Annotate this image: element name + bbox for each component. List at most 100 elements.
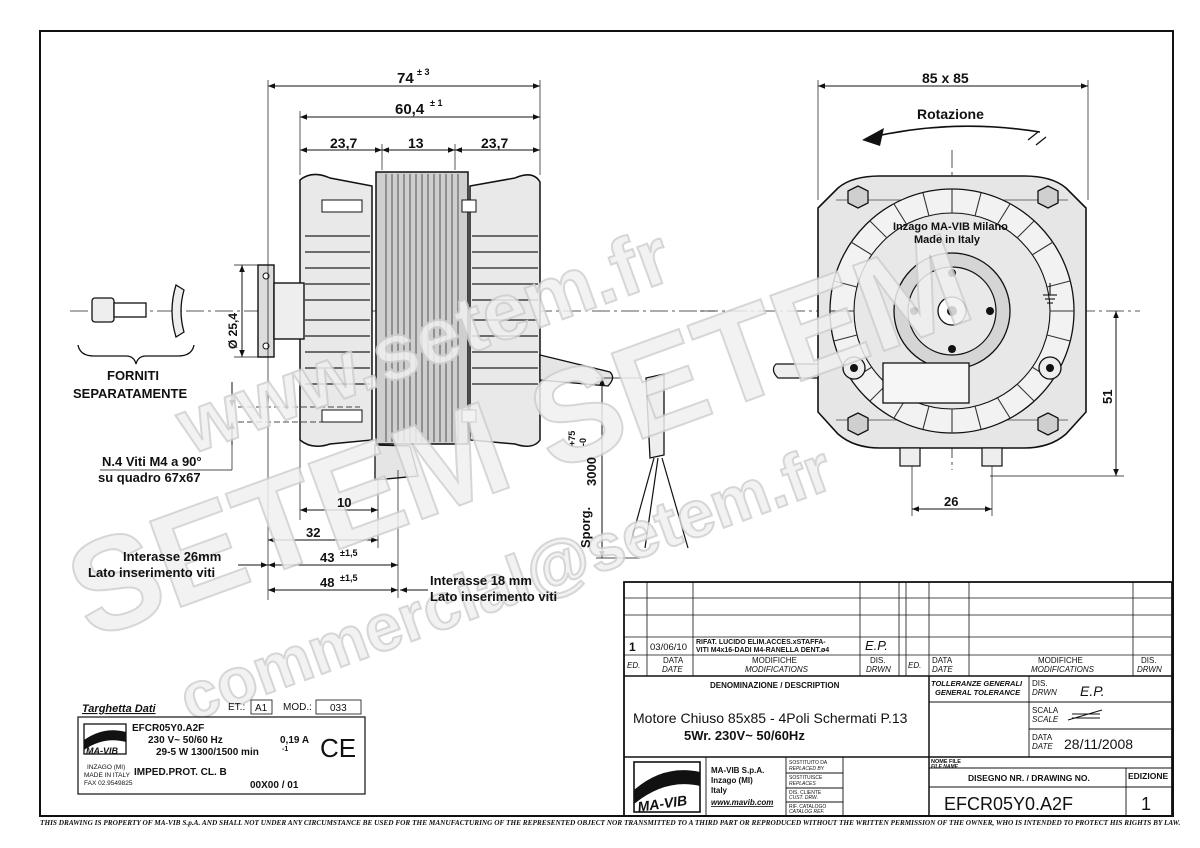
replaces-label: SOSTITUISCE [789,775,823,781]
front-dimension-lines [817,80,1124,516]
nameplate-et-value: A1 [255,703,268,714]
ed-label-1: ED. [627,661,640,670]
rotation-label: Rotazione [917,106,984,122]
dim-seg-left: 23,7 [330,135,357,151]
side-dimension-lines [100,80,541,600]
ce-mark: CE [320,733,356,763]
dim-seg-mid: 13 [408,135,424,151]
interasse-26-side-label: Lato inserimento viti [88,565,215,580]
nameplate-power: 29-5 W 1300/1500 min [156,747,259,758]
modifiche-label-1: MODIFICHE [752,656,797,665]
company-country: Italy [711,786,728,795]
denomination-label: DENOMINAZIONE / DESCRIPTION [710,681,840,690]
cable-detail [596,373,689,559]
nameplate-mod-label: MOD.: [283,702,312,713]
rev-mod-line2: VITI M4x16-DADI M4-RANELLA DENT.ø4 [696,647,829,654]
date-label-3: DATE [1032,742,1053,751]
ed-label-2: ED. [908,661,921,670]
mavib-logo-large: MA-VIB [633,761,701,815]
dim-10: 10 [337,495,351,510]
interasse-26-label: Interasse 26mm [123,549,221,564]
edition-number: 1 [1141,794,1151,814]
dim-48: 48 [320,575,334,590]
screws-label: N.4 Viti M4 a 90° [102,454,202,469]
data-label-1: DATA [663,656,684,665]
nameplate-addr2: MADE IN ITALY [84,772,131,779]
drwn-label-1: DRWN [866,665,891,674]
rev-ed: 1 [629,640,636,654]
scala-label: SCALA [1032,706,1059,715]
nameplate-title: Targhetta Dati [82,703,156,715]
separatamente-label: SEPARATAMENTE [73,386,187,401]
rev-mod-line1: RIFAT. LUCIDO ELIM.ACCES.xSTAFFA- [696,639,826,646]
catalog-ref-label-en: CATALOG REF. [789,809,824,815]
nameplate-addr1: INZAGO (MI) [87,764,125,771]
dim-seg-right: 23,7 [481,135,508,151]
tolerance-label-2: GENERAL TOLERANCE [935,688,1021,697]
date-label-1: DATE [662,665,683,674]
sheet-border [39,30,1174,817]
drawing-number: EFCR05Y0.A2F [944,794,1073,814]
title-block [623,581,1173,817]
screws-square-label: su quadro 67x67 [98,470,201,485]
dim-cable-tol-plus: +75 [567,431,577,446]
modifications-label-1: MODIFICATIONS [745,665,809,674]
annotation-labels: FORNITI SEPARATAMENTE N.4 Viti M4 a 90° … [73,106,1008,604]
logo-text-large: MA-VIB [637,792,689,815]
description-line2: 5Wr. 230V~ 50/60Hz [684,728,805,743]
customer-drawing-label-en: CUST. DRW. [789,795,818,801]
replaced-by-label: SOSTITUITO DA [789,760,828,766]
dis-value: E.P. [1080,683,1105,699]
logo-text-small: MA-VIB [86,746,118,756]
modifications-label-2: MODIFICATIONS [1031,665,1095,674]
nameplate-et-label: ET.: [228,702,245,713]
nameplate-code: 00X00 / 01 [250,780,299,791]
side-view [70,171,715,481]
dis-label-3: DIS. [1032,679,1048,688]
nameplate-current: 0,19 A [280,735,309,746]
rev-date: 03/06/10 [650,642,687,653]
nameplate-voltage: 230 V~ 50/60 Hz [148,735,223,746]
interasse-18-side-label: Lato inserimento viti [430,589,557,604]
nameplate-addr3: FAX 02.9549825 [84,780,133,787]
replaces-label-en: REPLACES [789,781,816,787]
drwn-label-3: DRWN [1032,688,1057,697]
dim-shaft-diameter: Ø 25,4 [226,313,240,349]
dim-26: 26 [944,494,958,509]
nameplate-imped: IMPED.PROT. CL. B [134,767,227,778]
front-view [700,125,1140,470]
catalog-ref-label: RIF. CATALOGO [789,804,826,810]
dim-total-length-tol: ± 3 [417,67,429,77]
dim-total-length: 74 [397,70,414,87]
interasse-18-label: Interasse 18 mm [430,573,532,588]
file-name-label: NOME FILE [931,759,961,765]
brand-plate-line1: Inzago MA-VIB Milano [893,221,1008,233]
dim-body-length: 60,4 [395,101,425,118]
replaced-by-label-en: REPLACED BY [789,766,825,772]
company-web: www.mavib.com [711,798,773,807]
nameplate-model: EFCR05Y0.A2F [132,723,204,734]
dim-43-tol: ±1,5 [340,548,357,558]
mavib-logo-small: MA-VIB [83,723,127,756]
drawing-date: 28/11/2008 [1064,736,1133,752]
dim-51: 51 [1100,390,1115,404]
date-label-2: DATE [932,665,953,674]
file-name-label-en: FILE NAME [931,764,959,770]
title-block-text: 1 03/06/10 RIFAT. LUCIDO ELIM.ACCES.xSTA… [627,638,1168,815]
dim-cable-length: 3000 [584,457,599,486]
dis-label-2: DIS. [1141,656,1157,665]
dim-body-length-tol: ± 1 [430,98,442,108]
scale-label: SCALE [1032,715,1059,724]
nameplate-data: Targhetta Dati ET.: A1 MOD.: 033 MA-VIB … [77,699,366,795]
nameplate-power-exp: -1 [282,746,288,753]
nameplate-mod-value: 033 [330,703,347,714]
drwn-label-2: DRWN [1137,665,1162,674]
cable-label: Sporg. [578,507,593,548]
data-label-3: DATA [1032,733,1053,742]
dim-cable-tol-minus: -0 [578,438,588,446]
tolerance-label-1: TOLLERANZE GENERALI [931,679,1023,688]
customer-drawing-label: DIS. CLIENTE [789,790,822,796]
dimension-text: 74 ± 3 60,4 ± 1 23,7 13 23,7 Ø 25,4 10 3… [226,67,1115,590]
dim-square-size: 85 x 85 [922,70,969,86]
